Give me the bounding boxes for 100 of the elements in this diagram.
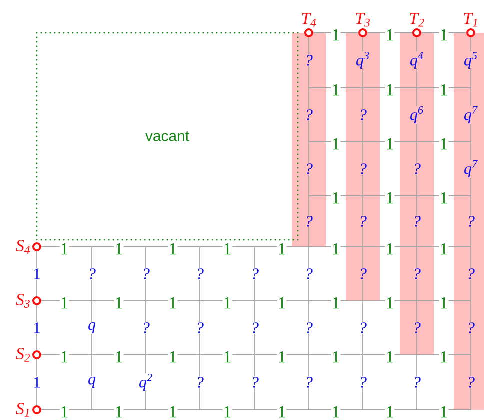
edge-weight: ? (304, 216, 314, 228)
edge-weight: q$^{4}$ (409, 52, 425, 70)
edge-weight: ? (358, 268, 368, 280)
edge-weight: ? (466, 216, 476, 228)
edge-weight: 1 (60, 242, 70, 256)
node-label: T$_{1}$ (464, 13, 478, 27)
edge-weight: ? (196, 376, 204, 388)
node-label: S$_{4}$ (16, 240, 30, 254)
edge-weight: 1 (277, 296, 287, 310)
edge-weight: ? (142, 268, 150, 280)
edge-weight: ? (196, 268, 204, 280)
node-label: S$_{2}$ (16, 348, 30, 362)
edge-weight: 1 (168, 406, 178, 418)
edge-weight: 1 (331, 296, 341, 310)
edge-weight: ? (250, 376, 260, 388)
edge-weight: 1 (331, 138, 341, 150)
edge-weight: ? (142, 322, 150, 334)
edge-weight: ? (358, 109, 368, 121)
edge-weight: 1 (114, 242, 124, 256)
source-point: S$_{3}$ (16, 294, 42, 308)
edge-weight: 1 (385, 84, 395, 96)
edge-weight: ? (250, 268, 260, 280)
edge-weight: ? (88, 268, 96, 280)
edge-weight: 1 (222, 350, 232, 364)
edge-weight: 1 (331, 28, 341, 42)
edge-weight: 1 (277, 406, 287, 418)
edge-weight: ? (466, 322, 476, 334)
edge-weight: ? (304, 322, 314, 334)
edge-weight: ? (304, 109, 314, 121)
node-label: T$_{3}$ (356, 13, 370, 27)
edge-weight: 1 (60, 406, 70, 418)
edge-weight: 1 (439, 28, 449, 42)
edge-weight: 1 (168, 296, 178, 310)
target-point: T$_{4}$ (302, 13, 316, 38)
edge-weight: q$^{7}$ (463, 106, 479, 124)
edge-weight: 1 (331, 84, 341, 96)
vacant-region: vacant (36, 32, 299, 241)
edge-weight: 1 (60, 296, 70, 310)
edge-weight: 1 (331, 192, 341, 204)
edge-weight: 1 (222, 296, 232, 310)
edge-weight: 1 (277, 350, 287, 364)
source-point: S$_{4}$ (16, 240, 42, 254)
edge-weight: ? (412, 163, 422, 175)
node-label: S$_{1}$ (16, 403, 30, 417)
node-label: T$_{4}$ (302, 13, 316, 27)
edge-weight: 1 (114, 350, 124, 364)
node-label: T$_{2}$ (410, 13, 424, 27)
edge-weight: 1 (385, 242, 395, 256)
edge-weight: 1 (60, 350, 70, 364)
edge-weight: ? (466, 268, 476, 280)
edge-weight: ? (304, 163, 314, 175)
edge-weight: 1 (32, 268, 42, 280)
edge-weight: 1 (32, 376, 42, 388)
source-point: S$_{1}$ (16, 403, 42, 417)
edge-weight: 1 (439, 84, 449, 96)
edge-weight: ? (358, 322, 368, 334)
edge-weight: ? (304, 54, 314, 66)
edge-weight: ? (412, 322, 422, 334)
edge-weight: ? (466, 376, 476, 388)
edge-weight: 1 (439, 406, 449, 418)
edge-weight: 1 (331, 406, 341, 418)
edge-weight: q (88, 322, 96, 334)
edge-weight: 1 (385, 350, 395, 364)
target-point: T$_{3}$ (356, 13, 370, 38)
edge-weight: q$^{2}$ (138, 374, 154, 392)
edge-weight: q$^{5}$ (463, 52, 479, 70)
edge-weight: 1 (114, 406, 124, 418)
edge-weight: ? (358, 163, 368, 175)
edge-weight: ? (412, 268, 422, 280)
target-point: T$_{1}$ (464, 13, 478, 38)
edge-weight: 1 (439, 138, 449, 150)
source-point: S$_{2}$ (16, 348, 42, 362)
edge-weight: 1 (439, 192, 449, 204)
edge-weight: 1 (385, 296, 395, 310)
edge-weight: ? (304, 268, 314, 280)
edge-weight: 1 (114, 296, 124, 310)
edge-weight: ? (250, 322, 260, 334)
edge-weight: ? (304, 376, 314, 388)
edge-weight: q$^{7}$ (463, 160, 479, 178)
edge-weight: 1 (385, 406, 395, 418)
edge-weight: ? (358, 376, 368, 388)
edge-weight: 1 (439, 242, 449, 256)
edge-weight: 1 (439, 296, 449, 310)
edge-weight: 1 (385, 192, 395, 204)
edge-weight: 1 (385, 28, 395, 42)
edge-weight: 1 (439, 350, 449, 364)
target-point: T$_{2}$ (410, 13, 424, 38)
edge-weight: q (88, 376, 96, 388)
edge-weight: 1 (385, 138, 395, 150)
edge-weight: 1 (222, 406, 232, 418)
edge-weight: ? (196, 322, 204, 334)
edge-weight: ? (412, 376, 422, 388)
edge-weight: 1 (277, 242, 287, 256)
edge-weight: ? (412, 216, 422, 228)
node-label: S$_{3}$ (16, 294, 30, 308)
edge-weight: 1 (168, 242, 178, 256)
edge-weight: ? (358, 216, 368, 228)
edge-weight: 1 (331, 350, 341, 364)
edge-weight: 1 (32, 322, 42, 334)
edge-weight: 1 (168, 350, 178, 364)
